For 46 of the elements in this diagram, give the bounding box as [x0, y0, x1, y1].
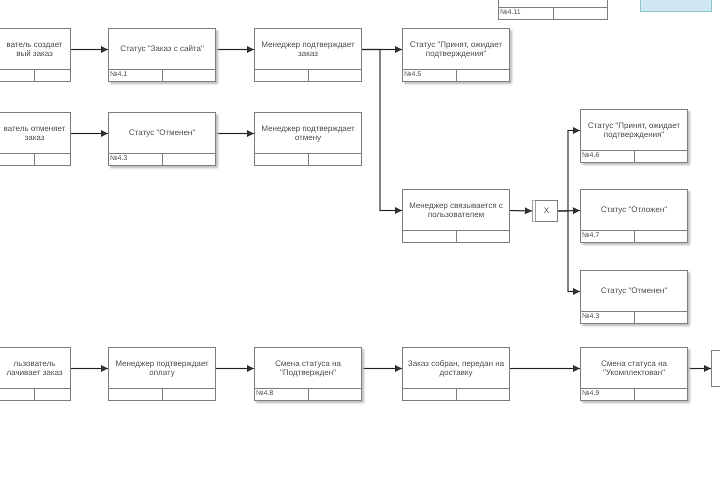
- box-text: Статус "Отложен": [600, 205, 668, 215]
- box-text: Менеджер подтверждает оплату: [114, 358, 210, 378]
- box-text: льзователь лачивает заказ: [5, 358, 64, 378]
- arrow: [216, 130, 254, 138]
- box-text: Менеджер связывается с пользователем: [408, 200, 504, 220]
- box-text: Смена статуса на "Укомплектован": [600, 358, 668, 378]
- process-box: [254, 347, 362, 401]
- process-box: [108, 347, 216, 401]
- box-text: Заказ собран, передан на доставку: [406, 358, 506, 378]
- gateway-box: [532, 200, 558, 222]
- arrow: [216, 364, 254, 372]
- arrow: [362, 48, 402, 214]
- box-text: ватель создает вый заказ: [5, 40, 64, 58]
- arrow: [71, 130, 108, 138]
- box-text: X: [544, 206, 550, 216]
- arrow: [558, 210, 580, 296]
- box-text: Статус "Принят, ожидает подтверждения": [586, 120, 682, 140]
- box-text: Статус "Отменен": [128, 128, 196, 138]
- process-box: [108, 28, 216, 82]
- process-box: [402, 28, 510, 82]
- arrow: [216, 46, 254, 54]
- process-box: [402, 347, 510, 401]
- arrow: [71, 364, 108, 372]
- box-text: Статус "Принят, ожидает подтверждения": [408, 40, 504, 58]
- arrow: [688, 364, 711, 372]
- arrow: [510, 364, 580, 372]
- arrow: [510, 207, 532, 214]
- process-box: [254, 28, 362, 82]
- box-text: Смена статуса на "Подтвержден": [274, 358, 342, 378]
- arrow: [362, 364, 402, 372]
- box-text: ватель отменяет заказ: [2, 124, 66, 142]
- process-box: [402, 189, 510, 243]
- process-box: [254, 112, 362, 166]
- box-text: Менеджер подтверждает отмену: [260, 124, 356, 142]
- process-box: [0, 347, 71, 401]
- process-box: [580, 189, 688, 243]
- box-text: Статус "Заказ с сайта": [120, 44, 204, 54]
- process-box: [0, 28, 71, 82]
- arrow: [71, 46, 108, 54]
- process-box: [580, 270, 688, 324]
- process-box: [0, 112, 71, 166]
- box-text: Статус "Отменен": [600, 286, 668, 296]
- process-box: [580, 109, 688, 163]
- process-box: [108, 112, 216, 166]
- box-text: Менеджер подтверждает заказ: [260, 40, 356, 58]
- process-box: [580, 347, 688, 401]
